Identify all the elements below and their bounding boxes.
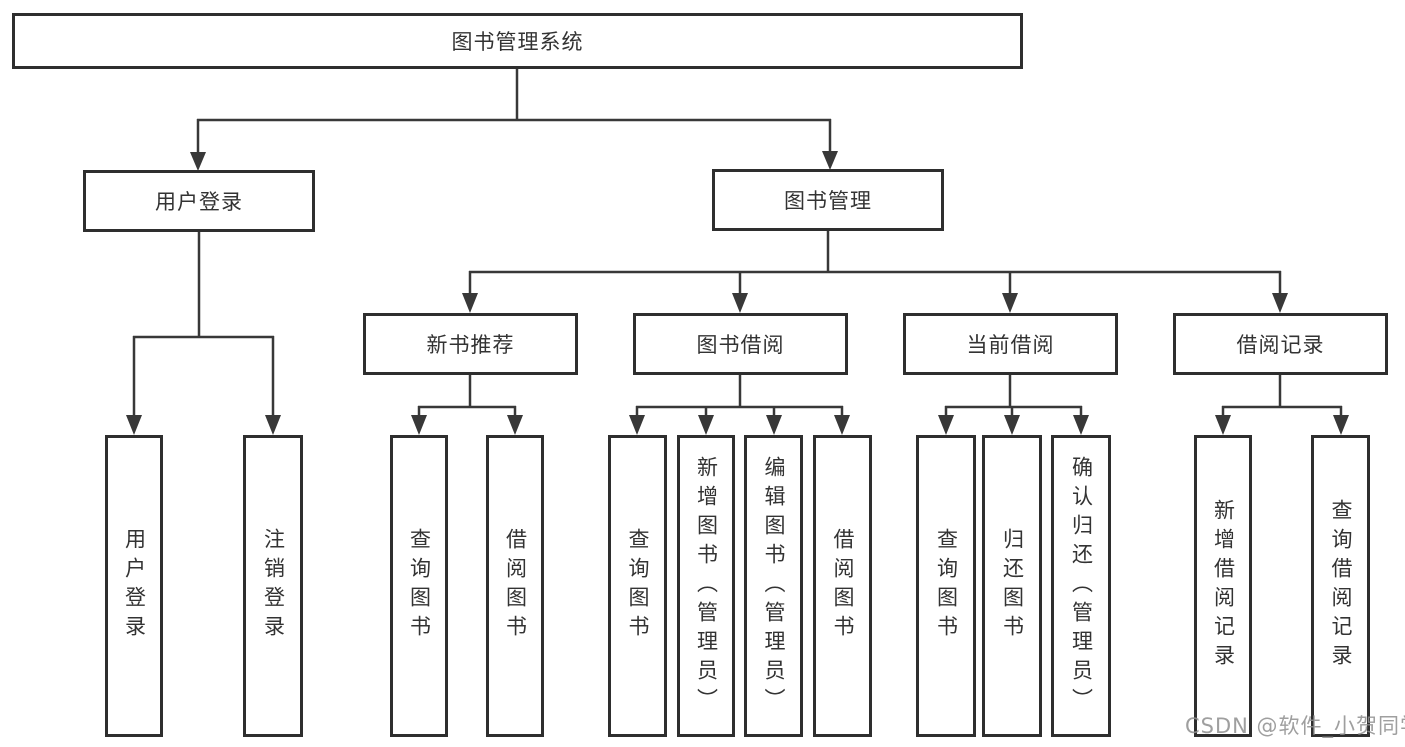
leaf-logout: 注销登录 xyxy=(243,435,303,737)
leaf-add-borrow-record: 新增借阅记录 xyxy=(1194,435,1252,737)
leaf-user-login: 用户登录 xyxy=(105,435,163,737)
arrowhead-icon xyxy=(1073,415,1089,435)
node-current-borrowing: 当前借阅 xyxy=(903,313,1118,375)
csdn-watermark: CSDN @软件_小贺同学 xyxy=(1185,714,1405,738)
node-label: 确认归还（管理员） xyxy=(1069,455,1094,717)
arrowhead-icon xyxy=(265,415,281,435)
node-label: 查询图书 xyxy=(407,528,432,644)
node-label: 查询图书 xyxy=(934,528,959,644)
arrowhead-icon xyxy=(629,415,645,435)
node-label: 图书借阅 xyxy=(696,333,785,357)
arrowhead-icon xyxy=(507,415,523,435)
node-label: 借阅图书 xyxy=(831,528,855,644)
arrowhead-icon xyxy=(1215,415,1231,435)
leaf-query-borrow-record: 查询借阅记录 xyxy=(1311,435,1370,737)
arrowhead-icon xyxy=(834,415,850,435)
arrowhead-icon xyxy=(126,415,142,435)
node-label: 新增借阅记录 xyxy=(1211,499,1236,673)
node-new-book-recommend: 新书推荐 xyxy=(363,313,578,375)
node-label: 归还图书 xyxy=(1000,528,1025,644)
node-label: 用户登录 xyxy=(155,190,243,214)
node-label: 借阅图书 xyxy=(503,528,528,644)
connector-user-login xyxy=(126,232,281,435)
arrowhead-icon xyxy=(766,415,782,435)
connector-current-borrowing xyxy=(938,375,1089,435)
arrowhead-icon xyxy=(1272,293,1288,313)
node-user-login: 用户登录 xyxy=(83,170,315,232)
node-label: 查询借阅记录 xyxy=(1329,499,1353,673)
arrowhead-icon xyxy=(190,152,206,171)
leaf-add-books-admin: 新增图书（管理员） xyxy=(677,435,735,737)
node-library-management-system: 图书管理系统 xyxy=(12,13,1023,69)
arrowhead-icon xyxy=(938,415,954,435)
connector-book-mgmt xyxy=(462,231,1288,313)
leaf-borrow-books: 借阅图书 xyxy=(813,435,872,737)
node-label: 注销登录 xyxy=(261,528,286,644)
leaf-return-books: 归还图书 xyxy=(982,435,1042,737)
leaf-confirm-return-admin: 确认归还（管理员） xyxy=(1051,435,1111,737)
node-label: 新增图书（管理员） xyxy=(694,455,719,717)
node-borrowing-records: 借阅记录 xyxy=(1173,313,1388,375)
leaf-edit-books-admin: 编辑图书（管理员） xyxy=(744,435,803,737)
leaf-query-books: 查询图书 xyxy=(390,435,448,737)
arrowhead-icon xyxy=(698,415,714,435)
leaf-query-books: 查询图书 xyxy=(608,435,667,737)
node-label: 用户登录 xyxy=(122,528,147,644)
connector-new-book-recommend xyxy=(411,375,523,435)
node-label: 图书管理 xyxy=(784,189,872,213)
arrowhead-icon xyxy=(1002,293,1018,313)
node-label: 当前借阅 xyxy=(966,333,1055,357)
arrowhead-icon xyxy=(462,293,478,313)
arrowhead-icon xyxy=(1004,415,1020,435)
node-label: 借阅记录 xyxy=(1236,333,1325,357)
arrowhead-icon xyxy=(822,151,838,170)
node-label: 编辑图书（管理员） xyxy=(762,455,786,717)
node-label: 新书推荐 xyxy=(426,333,515,357)
connector-root xyxy=(190,69,838,171)
node-book-borrowing: 图书借阅 xyxy=(633,313,848,375)
connector-book-borrowing xyxy=(629,375,850,435)
arrowhead-icon xyxy=(1333,415,1349,435)
arrowhead-icon xyxy=(732,293,748,313)
leaf-borrow-books: 借阅图书 xyxy=(486,435,544,737)
connector-borrowing-records xyxy=(1215,375,1349,435)
node-label: 查询图书 xyxy=(626,528,650,644)
node-label: 图书管理系统 xyxy=(451,30,584,54)
node-book-management: 图书管理 xyxy=(712,169,944,231)
leaf-query-books: 查询图书 xyxy=(916,435,976,737)
arrowhead-icon xyxy=(411,415,427,435)
